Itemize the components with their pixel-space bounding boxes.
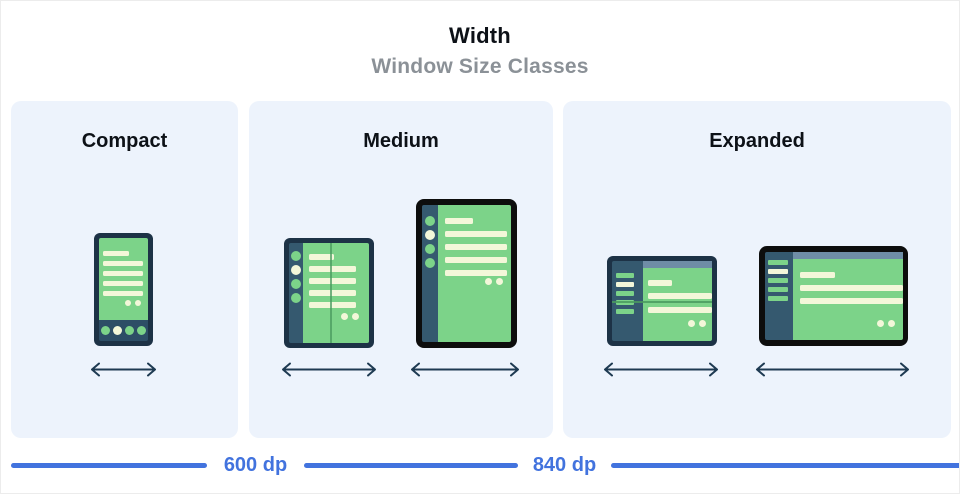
sidebar-line [768, 269, 788, 274]
app-topbar [643, 261, 712, 268]
content-line [648, 293, 712, 299]
content-line [800, 285, 903, 291]
content-line [103, 281, 143, 286]
content-line [445, 231, 507, 237]
tablet-portrait-illustration [416, 199, 517, 348]
breakpoint-840dp-label: 840 dp [532, 454, 597, 476]
content-dots [688, 320, 706, 327]
content-line [103, 261, 143, 266]
nav-dot [137, 326, 146, 335]
dot [135, 300, 141, 306]
fold-line [330, 243, 332, 343]
ruler-line [304, 463, 518, 468]
diagram-subtitle: Window Size Classes [371, 55, 589, 78]
width-arrow-icon [91, 362, 156, 377]
foldable-screen [303, 243, 369, 343]
content-line [800, 272, 835, 278]
dot [699, 320, 706, 327]
dot [341, 313, 348, 320]
sidebar-line [768, 296, 788, 301]
breakpoint-600dp-label: 600 dp [223, 454, 288, 476]
dot [688, 320, 695, 327]
content-line [648, 307, 712, 313]
sidebar [765, 252, 793, 340]
content-line [309, 290, 356, 296]
diagram-title: Width [449, 23, 511, 48]
width-arrow-icon [756, 362, 909, 377]
nav-dot [113, 326, 122, 335]
fold-line [612, 301, 712, 303]
nav-dot [125, 326, 134, 335]
ruler-line [611, 463, 959, 468]
nav-dot [101, 326, 110, 335]
nav-rail [289, 243, 303, 343]
phone-navbar [99, 320, 148, 341]
content-line [800, 298, 903, 304]
nav-rail [422, 205, 438, 342]
content-line [309, 254, 334, 260]
content-line [445, 270, 507, 276]
content-line [103, 291, 143, 296]
sidebar-line [616, 273, 634, 278]
dot [485, 278, 492, 285]
app-topbar [793, 252, 903, 259]
content-line [103, 271, 143, 276]
content-line [309, 266, 356, 272]
content-line [445, 244, 507, 250]
content-line [103, 251, 129, 256]
desktop-screen [793, 252, 903, 340]
panel-expanded-title: Expanded [709, 130, 805, 152]
dot [877, 320, 884, 327]
phone-illustration [94, 233, 153, 346]
tablet-screen [438, 205, 511, 342]
dot [888, 320, 895, 327]
panel-compact-title: Compact [81, 130, 168, 152]
rail-dot [291, 251, 301, 261]
phone-screen [99, 238, 148, 320]
foldable-portrait-illustration [284, 238, 374, 348]
rail-dot [425, 216, 435, 226]
desktop-landscape-illustration [759, 246, 908, 346]
sidebar-line [616, 291, 634, 296]
content-dots [877, 320, 895, 327]
sidebar-line [616, 309, 634, 314]
ruler-line [11, 463, 207, 468]
rail-dot [425, 258, 435, 268]
foldable-landscape-illustration [607, 256, 717, 346]
content-dots [125, 300, 141, 306]
rail-dot [291, 265, 301, 275]
rail-dot [291, 279, 301, 289]
content-line [648, 280, 672, 286]
width-arrow-icon [604, 362, 718, 377]
width-arrow-icon [411, 362, 519, 377]
dot [125, 300, 131, 306]
rail-dot [425, 230, 435, 240]
sidebar-line [616, 282, 634, 287]
panel-medium-title: Medium [363, 130, 439, 152]
sidebar-line [768, 278, 788, 283]
content-line [445, 257, 507, 263]
content-dots [341, 313, 359, 320]
content-line [309, 278, 356, 284]
dot [496, 278, 503, 285]
dot [352, 313, 359, 320]
width-arrow-icon [282, 362, 376, 377]
rail-dot [425, 244, 435, 254]
content-dots [485, 278, 503, 285]
sidebar-line [768, 260, 788, 265]
content-line [445, 218, 473, 224]
diagram-header: Width Window Size Classes [1, 23, 959, 79]
rail-dot [291, 293, 301, 303]
sidebar-line [768, 287, 788, 292]
content-line [309, 302, 356, 308]
